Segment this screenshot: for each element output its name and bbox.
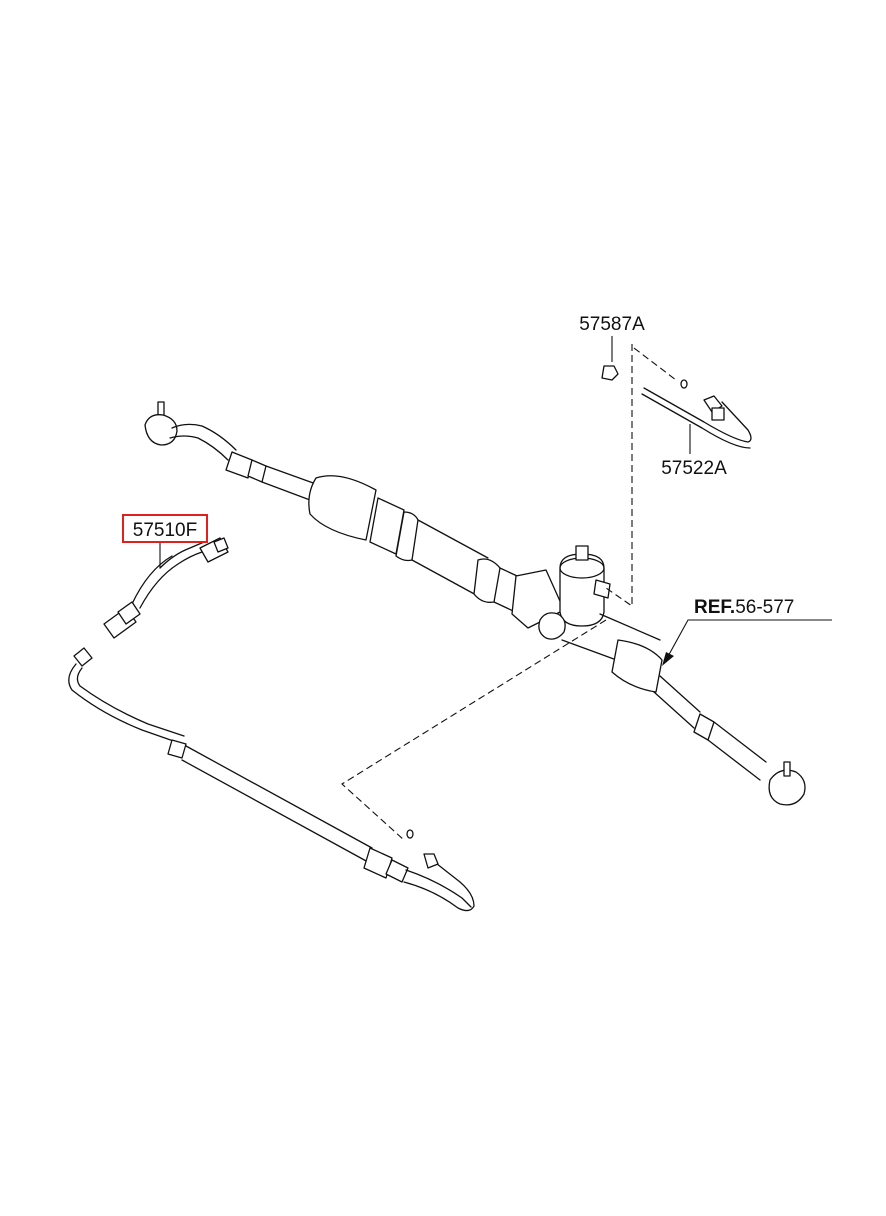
- ref-callout: [662, 619, 832, 666]
- label-57510F[interactable]: 57510F: [133, 520, 197, 541]
- clip-57587A: [601, 336, 688, 389]
- label-57522A[interactable]: 57522A: [661, 458, 727, 479]
- return-pipe: [68, 647, 475, 912]
- ref-prefix: REF.: [694, 597, 735, 618]
- ref-number: 56-577: [735, 597, 794, 618]
- steering-gear-box: [144, 401, 806, 806]
- reference-dashed-lines: [341, 344, 677, 841]
- feed-tube-57522A: [641, 387, 752, 454]
- hose-57510F: [103, 537, 229, 639]
- label-57587A[interactable]: 57587A: [579, 314, 645, 335]
- highlight-box: [122, 514, 208, 543]
- label-ref[interactable]: REF.56-577: [694, 597, 794, 618]
